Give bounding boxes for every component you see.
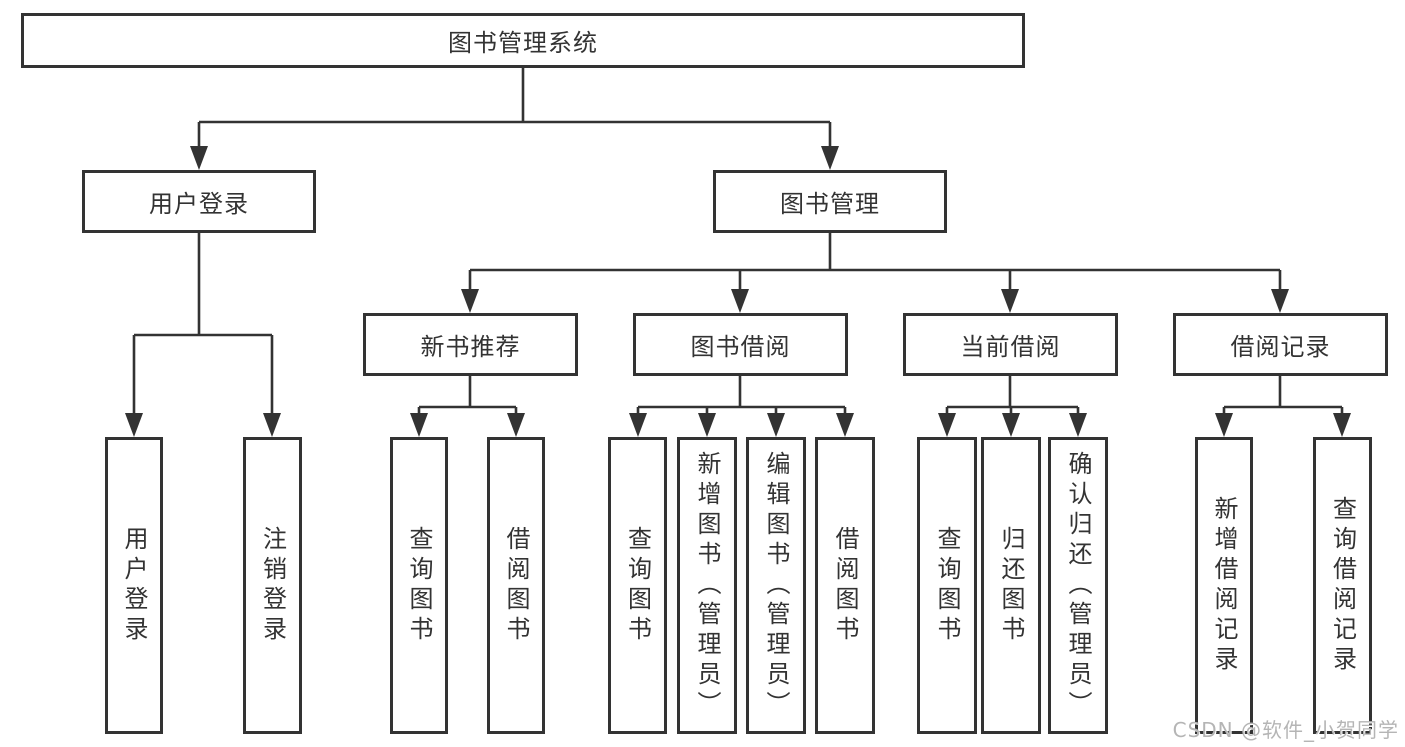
node-leaf-borrow-add-books-admin: 新增图书（管理员） <box>677 437 737 734</box>
node-leaf-borrow-query-books: 查询图书 <box>608 437 667 734</box>
csdn-watermark: CSDN @软件_小贺同学 <box>1172 718 1399 742</box>
connector-current-borrow-children <box>945 376 1080 415</box>
connector-root-to-level2 <box>197 68 832 148</box>
node-new-book-recommend: 新书推荐 <box>363 313 578 376</box>
connector-borrow-record-children <box>1222 376 1344 415</box>
node-leaf-newrec-borrow-books: 借阅图书 <box>487 437 545 734</box>
node-leaf-borrow-borrow-books: 借阅图书 <box>815 437 875 734</box>
node-borrow-records: 借阅记录 <box>1173 313 1388 376</box>
node-book-borrow: 图书借阅 <box>633 313 848 376</box>
connector-new-book-children <box>417 376 518 415</box>
connector-user-login-children <box>132 233 274 415</box>
connector-book-management-children <box>468 233 1282 291</box>
node-leaf-records-query-record: 查询借阅记录 <box>1313 437 1372 734</box>
node-leaf-current-confirm-return-admin: 确认归还（管理员） <box>1048 437 1108 734</box>
node-leaf-current-query-books: 查询图书 <box>917 437 977 734</box>
node-leaf-newrec-query-books: 查询图书 <box>390 437 448 734</box>
node-leaf-borrow-edit-books-admin: 编辑图书（管理员） <box>746 437 806 734</box>
node-book-management: 图书管理 <box>713 170 947 233</box>
node-leaf-user-login: 用户登录 <box>105 437 163 734</box>
arrowhead-icons <box>125 146 1351 437</box>
node-leaf-logout: 注销登录 <box>243 437 302 734</box>
node-leaf-current-return-books: 归还图书 <box>981 437 1041 734</box>
connector-book-borrow-children <box>636 376 847 415</box>
node-current-borrow: 当前借阅 <box>903 313 1118 376</box>
node-root: 图书管理系统 <box>21 13 1025 68</box>
node-leaf-records-add-record: 新增借阅记录 <box>1195 437 1253 734</box>
node-user-login: 用户登录 <box>82 170 316 233</box>
